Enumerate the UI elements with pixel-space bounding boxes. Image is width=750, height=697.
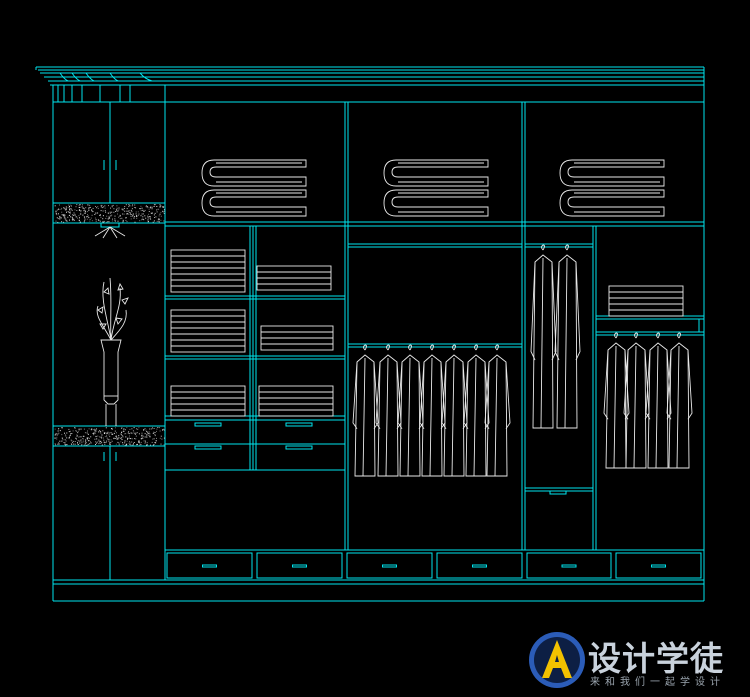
folded-quilt-icon	[201, 159, 307, 217]
crown-moulding	[35, 66, 705, 86]
drawer-handle-icon	[472, 564, 487, 568]
spotlight-icon	[94, 222, 126, 239]
drawer-handle-icon	[382, 564, 397, 568]
stone-shelf-lower	[52, 425, 166, 447]
drawer-handle-icon	[549, 490, 567, 495]
folded-clothes-icon	[260, 325, 334, 351]
right-section	[596, 285, 704, 469]
bottom-drawer	[526, 552, 612, 579]
wardrobe-frame	[52, 85, 705, 602]
folded-clothes-icon	[258, 385, 334, 417]
watermark-title: 设计学徒	[588, 639, 724, 678]
left-display-column	[52, 102, 166, 580]
folded-clothes-icon	[170, 309, 246, 353]
folded-quilt-icon	[383, 159, 489, 217]
folded-clothes-shelves	[165, 226, 345, 471]
granite-texture	[54, 204, 165, 223]
folded-clothes-stack	[608, 285, 684, 317]
folded-quilt-icon	[559, 159, 665, 217]
hanging-shirt-icon	[463, 344, 490, 477]
folded-clothes-stack	[170, 249, 334, 417]
long-hanging-section	[525, 226, 597, 550]
folded-quilt-stack	[201, 159, 665, 217]
folded-clothes-icon	[170, 385, 246, 417]
watermark: 设计学徒 来和我们一起学设计	[526, 630, 741, 690]
bottom-drawer	[166, 552, 253, 579]
center-hanging-section	[348, 243, 522, 477]
hanging-coats	[530, 244, 581, 429]
vase-icon	[96, 277, 129, 426]
drawer-handle-icon	[194, 422, 313, 450]
hanging-shirt-icon	[530, 244, 557, 429]
folded-clothes-icon	[256, 265, 332, 291]
hanging-shirt-icon	[666, 332, 693, 469]
hanging-shirt-icon	[397, 344, 424, 477]
hanging-shirt-icon	[484, 344, 511, 477]
drawer-handle-icon	[651, 564, 666, 568]
folded-clothes-icon	[608, 285, 684, 317]
hanging-shirt-icon	[441, 344, 468, 477]
hanging-shirt-icon	[352, 344, 379, 477]
hanging-shirt-icon	[375, 344, 402, 477]
drawer-handle-icon	[561, 564, 577, 568]
top-shelf-section	[165, 102, 704, 550]
bottom-drawer	[256, 552, 343, 579]
hanging-shirt-icon	[603, 332, 630, 469]
folded-clothes-icon	[170, 249, 246, 293]
hanging-shirt-icon	[554, 244, 581, 429]
bottom-drawer	[615, 552, 702, 579]
bottom-drawer	[436, 552, 523, 579]
drawer-handle-icon	[292, 564, 307, 568]
hanging-shirts	[603, 332, 693, 469]
bottom-drawer-row	[165, 549, 704, 579]
watermark-subtitle: 来和我们一起学设计	[590, 677, 725, 688]
hanging-shirt-icon	[623, 332, 650, 469]
hanging-shirt-icon	[645, 332, 672, 469]
hanging-shirt-icon	[419, 344, 446, 477]
granite-texture	[54, 427, 165, 446]
bottom-drawer	[346, 552, 433, 579]
hanging-shirts	[352, 344, 511, 477]
a-letter-logo-icon	[529, 632, 585, 688]
drawer-handle-icon	[202, 564, 217, 568]
